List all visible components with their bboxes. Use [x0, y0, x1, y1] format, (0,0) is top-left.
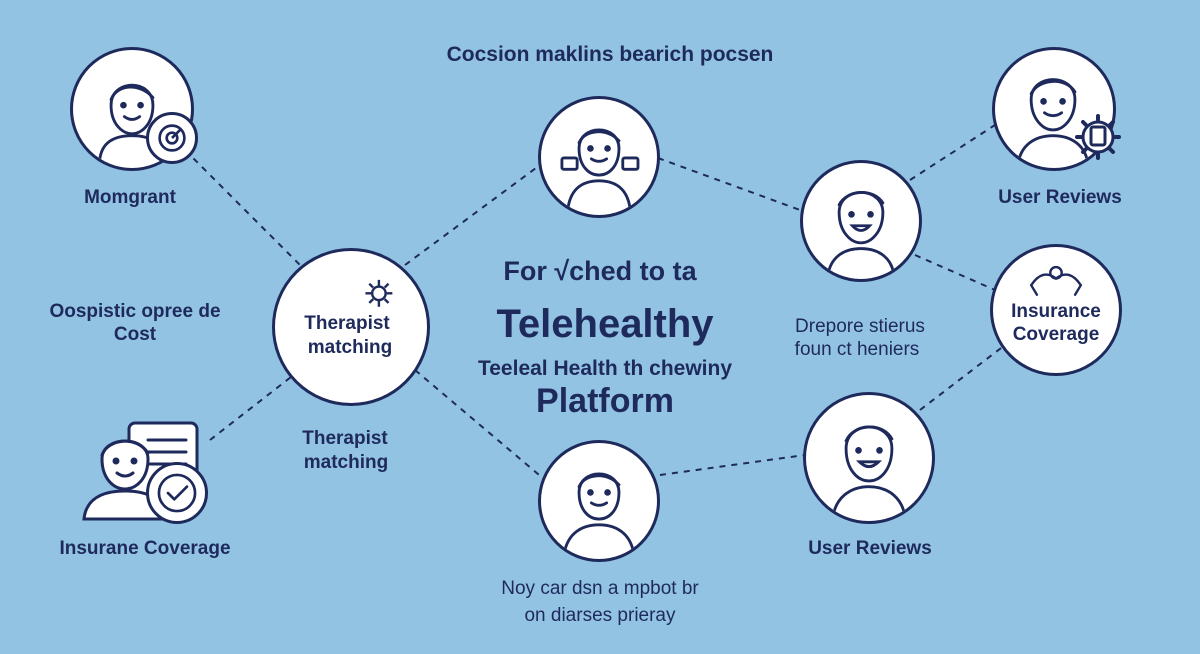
connector-mid-reviews: [909, 124, 996, 181]
bottom-center-node: [538, 440, 660, 562]
momgrant-label: Momgrant: [84, 187, 176, 208]
gear-icon: [1074, 113, 1122, 161]
therapist-inner-line1: Therapist: [304, 313, 390, 334]
center-title-line2: Telehealthy: [496, 302, 714, 346]
user-reviews-bottom-label: User Reviews: [808, 538, 932, 559]
target-icon: [146, 112, 198, 164]
insurance-coverage-node: [990, 244, 1122, 376]
connector-mid-insurance: [914, 254, 996, 291]
insurance-left-label: Insurane Coverage: [59, 538, 231, 559]
person-icon: [562, 472, 636, 559]
therapist-outer-line2: matching: [303, 452, 389, 473]
network-icon: [1029, 265, 1083, 296]
therapist-outer-line1: Therapist: [302, 428, 388, 449]
cost-label-line1: Oospistic opree de: [49, 301, 221, 322]
center-title-line1: For √ched to ta: [503, 256, 697, 286]
bottom-right-node: [803, 392, 935, 524]
connector-top-mid: [657, 157, 801, 211]
insurance-right-line1: Insurance: [1011, 301, 1101, 322]
person-icon: [831, 425, 907, 521]
top-heading: Cocsion maklins bearich pocsen: [446, 43, 774, 66]
insurance-right-line2: Coverage: [1012, 324, 1100, 345]
connector-therapist-bottom: [414, 369, 546, 481]
bottom-text-line1: Noy car dsn a mpbot br: [501, 578, 699, 599]
connector-therapist-top: [404, 164, 541, 266]
therapist-matching-node: [272, 248, 430, 406]
center-title-line3: Teeleal Health th chewiny: [477, 357, 733, 380]
mid-right-node: [800, 160, 922, 282]
insurance-person-icon: [80, 425, 170, 521]
drepore-line2: foun ct heniers: [794, 339, 920, 360]
person-icon: [826, 191, 896, 279]
cost-label-line2: Cost: [113, 324, 157, 345]
therapist-inner-line2: matching: [307, 337, 393, 358]
top-center-node: [538, 96, 660, 218]
center-title-line4: Platform: [536, 382, 674, 420]
drepore-line1: Drepore stierus: [795, 316, 925, 337]
user-reviews-top-label: User Reviews: [998, 187, 1122, 208]
check-icon: [146, 462, 208, 524]
connector-bottom-reviews: [659, 454, 806, 476]
bottom-text-line2: on diarses prieray: [524, 605, 676, 626]
compass-icon: [365, 279, 393, 307]
person-icon: [560, 128, 640, 213]
connector-momgrant-therapist: [184, 149, 306, 271]
connector-reviews-insurance: [919, 344, 1006, 411]
